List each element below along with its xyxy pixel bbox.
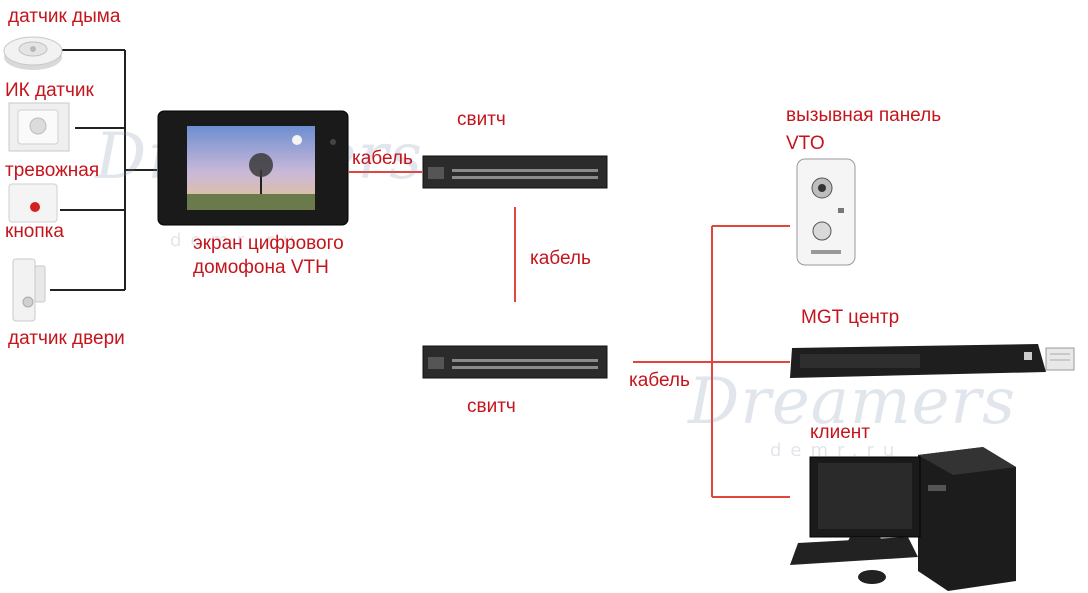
smoke-sensor-label: датчик дыма — [8, 6, 121, 27]
smoke-sensor-icon — [3, 36, 63, 70]
monitor-vth-icon — [157, 110, 349, 226]
alarm-button-label-line2: кнопка — [5, 221, 64, 242]
call-panel-label: вызывная панель VTO — [786, 105, 942, 154]
client-computer-icon — [790, 447, 1016, 591]
call-panel-vto-icon — [796, 158, 856, 266]
monitor-label: экран цифрового домофона VTH — [193, 233, 344, 278]
alarm-button-label-line1: тревожная — [5, 160, 100, 181]
watermark-right: Dreamers — [688, 365, 1016, 439]
door-sensor-label: датчик двери — [8, 328, 125, 349]
door-sensor-icon — [12, 258, 46, 322]
cable-vertical-label: кабель — [530, 248, 591, 269]
mgt-center-label: MGT центр — [801, 307, 900, 328]
watermark-right-sub: demr.ru — [770, 440, 904, 461]
ir-sensor-icon — [8, 102, 70, 152]
switch-top-icon — [422, 155, 608, 189]
switch-top-label: свитч — [457, 109, 506, 130]
ir-sensor-label: ИК датчик — [5, 80, 94, 101]
watermark-left-sub: demr.ru — [170, 230, 304, 251]
switch-bottom-icon — [422, 345, 608, 379]
mgt-center-server-icon — [790, 344, 1075, 378]
client-label: клиент — [810, 422, 870, 443]
switch-bottom-label: свитч — [467, 396, 516, 417]
alarm-button-icon — [8, 183, 58, 223]
cable-monitor-label: кабель — [352, 148, 413, 169]
cable-right-label: кабель — [629, 370, 690, 391]
